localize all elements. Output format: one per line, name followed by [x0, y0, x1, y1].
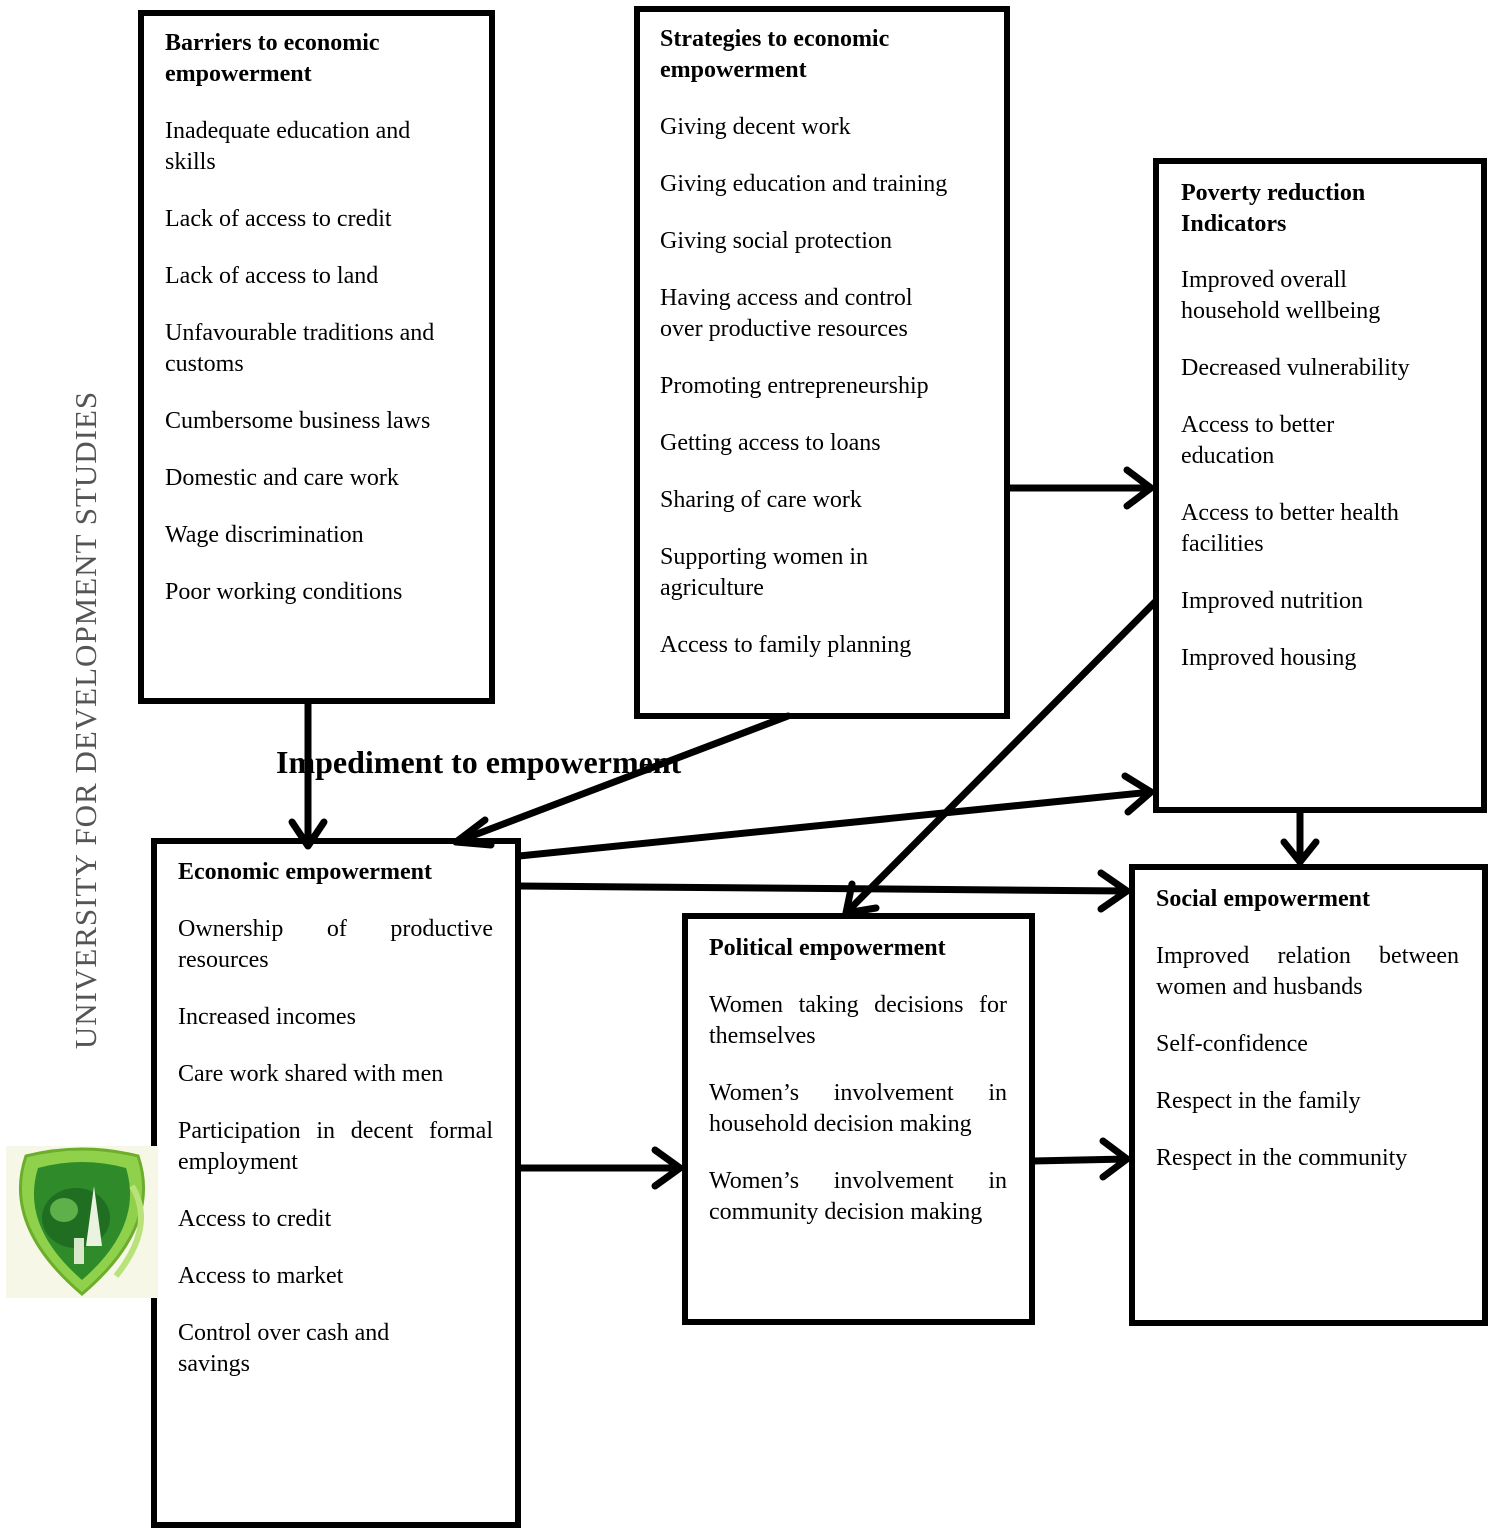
poverty-item: Improved housing	[1181, 645, 1357, 671]
barrier-item: Wage discrimination	[165, 522, 364, 548]
economic-item: Care work shared with men	[178, 1061, 444, 1087]
economic-item: Ownership of productive resources	[178, 916, 493, 973]
barriers-list: Inadequate education and skills Lack of …	[165, 116, 475, 634]
political-item: Women taking decisions for themselves	[709, 992, 1007, 1049]
barrier-item: Inadequate education and skills	[165, 118, 411, 175]
arrow-poverty-to-social	[1280, 809, 1320, 866]
impediment-edge-label: Impediment to empowerment	[276, 744, 682, 780]
arrow-strategies-to-economic	[452, 712, 792, 849]
strategy-item: Having access and control over productiv…	[660, 285, 913, 342]
poverty-item: Improved overall household wellbeing	[1181, 267, 1381, 324]
strategy-item: Sharing of care work	[660, 487, 862, 513]
poverty-item: Access to better health facilities	[1181, 500, 1399, 557]
strategies-title: Strategies to economic empowerment	[660, 26, 890, 83]
economic-title: Economic empowerment	[178, 859, 432, 885]
social-item: Respect in the family	[1156, 1088, 1361, 1114]
university-logo	[6, 1146, 158, 1298]
poverty-item: Access to better education	[1181, 412, 1335, 469]
arrow-economic-to-social	[515, 869, 1131, 913]
arrow-economic-to-political	[515, 1146, 684, 1190]
strategy-item: Giving education and training	[660, 171, 948, 197]
poverty-box	[1153, 158, 1487, 813]
poverty-list: Improved overall household wellbeing Dec…	[1181, 265, 1471, 700]
arrow-barriers-to-economic	[288, 700, 328, 850]
arrow-poverty-to-political	[842, 598, 1159, 917]
social-list: Improved relation between women and husb…	[1156, 941, 1459, 1200]
political-box	[682, 913, 1035, 1325]
barrier-item: Cumbersome business laws	[165, 408, 431, 434]
barrier-item: Domestic and care work	[165, 465, 399, 491]
arrow-political-to-social	[1029, 1137, 1131, 1181]
barrier-item: Lack of access to credit	[165, 206, 392, 232]
economic-list: Ownership of productive resources Increa…	[178, 914, 493, 1406]
political-item: Women’s involvement in household decisio…	[709, 1080, 1007, 1137]
arrow-economic-to-poverty	[515, 772, 1155, 860]
barrier-item: Lack of access to land	[165, 263, 379, 289]
economic-item: Access to market	[178, 1263, 344, 1289]
political-list: Women taking decisions for themselves Wo…	[709, 990, 1007, 1254]
strategies-box	[634, 6, 1010, 719]
poverty-item: Decreased vulnerability	[1181, 355, 1410, 381]
strategy-item: Giving social protection	[660, 228, 892, 254]
barrier-item: Poor working conditions	[165, 579, 403, 605]
social-item: Self-confidence	[1156, 1031, 1308, 1057]
strategy-item: Getting access to loans	[660, 430, 881, 456]
political-item: Women’s involvement in community decisio…	[709, 1168, 1007, 1225]
strategy-item: Giving decent work	[660, 114, 851, 140]
economic-item: Control over cash and savings	[178, 1320, 390, 1377]
barriers-box	[138, 10, 495, 704]
barriers-title: Barriers to economic empowerment	[165, 30, 380, 87]
barrier-item: Unfavourable traditions and customs	[165, 320, 435, 377]
economic-item: Participation in decent formal employmen…	[178, 1118, 493, 1175]
social-title: Social empowerment	[1156, 886, 1370, 912]
social-box	[1129, 864, 1488, 1326]
economic-item: Access to credit	[178, 1206, 332, 1232]
poverty-item: Improved nutrition	[1181, 588, 1363, 614]
strategy-item: Supporting women in agriculture	[660, 544, 868, 601]
poverty-title: Poverty reduction Indicators	[1181, 180, 1366, 237]
strategies-list: Giving decent work Giving education and …	[660, 112, 990, 687]
arrow-strategies-to-poverty	[1004, 466, 1155, 510]
social-item: Respect in the community	[1156, 1145, 1408, 1171]
economic-item: Increased incomes	[178, 1004, 356, 1030]
social-item: Improved relation between women and husb…	[1156, 943, 1459, 1000]
strategy-item: Access to family planning	[660, 632, 912, 658]
political-title: Political empowerment	[709, 935, 946, 961]
strategy-item: Promoting entrepreneurship	[660, 373, 929, 399]
